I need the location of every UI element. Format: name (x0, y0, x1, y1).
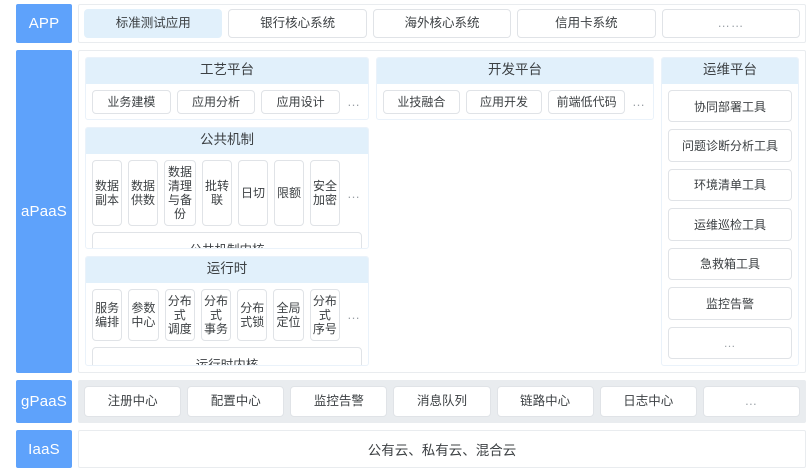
dev-tile-app-development[interactable]: 应用开发 (465, 89, 543, 114)
gpaas-item-monitoring-alarm[interactable]: 监控告警 (290, 386, 388, 417)
common-tile-day-cutoff[interactable]: 日切 (237, 159, 268, 227)
dev-platform-tile-row: 业技融合 应用开发 前端低代码 … (383, 89, 647, 114)
gpaas-item-more[interactable]: … (702, 386, 800, 417)
runtime-tile-parameter-center[interactable]: 参数中心 (128, 288, 159, 342)
app-item-bank-core[interactable]: 银行核心系统 (228, 9, 367, 38)
panel-dev-platform-body: 业技融合 应用开发 前端低代码 … (377, 84, 653, 119)
craft-tile-app-design[interactable]: 应用设计 (261, 89, 341, 114)
craft-tile-business-modeling[interactable]: 业务建模 (92, 89, 171, 114)
iaas-layer-content: 公有云、私有云、混合云 (78, 430, 806, 468)
panel-ops-platform-body: 协同部署工具 问题诊断分析工具 环境清单工具 运维巡检工具 急救箱工具 监控告警… (662, 84, 798, 365)
runtime-tile-distributed-transaction[interactable]: 分布式 事务 (200, 288, 232, 342)
apaas-layer-label: aPaaS (16, 50, 72, 373)
runtime-kernel-bar[interactable]: 运行时内核 (92, 347, 362, 365)
panel-common-mechanism: 公共机制 数据副本 数据供数 数据清理 与备份 批转联 日切 限额 安全加密 … (85, 127, 369, 249)
app-layer-items: 标准测试应用 银行核心系统 海外核心系统 信用卡系统 …… (78, 4, 806, 43)
gpaas-item-config-center[interactable]: 配置中心 (187, 386, 285, 417)
apaas-left-column: 工艺平台 业务建模 应用分析 应用设计 … 公共机制 数据 (85, 57, 369, 366)
panel-runtime-title: 运行时 (86, 256, 368, 283)
runtime-tile-service-orchestration[interactable]: 服务编排 (92, 288, 123, 342)
common-tile-data-replica[interactable]: 数据副本 (92, 159, 123, 227)
app-item-credit-card[interactable]: 信用卡系统 (517, 9, 656, 38)
common-tile-data-supply[interactable]: 数据供数 (128, 159, 159, 227)
gpaas-layer-band: gPaaS 注册中心 配置中心 监控告警 消息队列 链路中心 日志中心 … (16, 380, 806, 423)
common-tile-data-cleanup-backup[interactable]: 数据清理 与备份 (164, 159, 196, 227)
apaas-layer-content: 工艺平台 业务建模 应用分析 应用设计 … 公共机制 数据 (78, 50, 806, 373)
panel-ops-platform-title: 运维平台 (662, 58, 798, 84)
dev-tile-business-tech-fusion[interactable]: 业技融合 (383, 89, 460, 114)
common-mechanism-kernel-bar[interactable]: 公共机制内核 (92, 232, 362, 248)
gpaas-layer-items: 注册中心 配置中心 监控告警 消息队列 链路中心 日志中心 … (78, 380, 806, 423)
panel-craft-platform: 工艺平台 业务建模 应用分析 应用设计 … (85, 57, 369, 120)
ops-tile-collaborative-deployment[interactable]: 协同部署工具 (668, 89, 792, 123)
panel-dev-platform-title: 开发平台 (377, 58, 653, 84)
craft-platform-more-icon[interactable]: … (347, 94, 362, 110)
app-layer-label: APP (16, 4, 72, 43)
panel-craft-platform-body: 业务建模 应用分析 应用设计 … (86, 84, 368, 119)
gpaas-item-message-queue[interactable]: 消息队列 (393, 386, 491, 417)
panel-ops-platform: 运维平台 协同部署工具 问题诊断分析工具 环境清单工具 运维巡检工具 急救箱工具… (661, 57, 799, 366)
ops-tile-monitoring-alarm[interactable]: 监控告警 (668, 287, 792, 320)
gpaas-item-tracing-center[interactable]: 链路中心 (496, 386, 594, 417)
runtime-tile-global-positioning[interactable]: 全局定位 (273, 288, 304, 342)
iaas-layer-label: IaaS (16, 430, 72, 468)
gpaas-item-log-center[interactable]: 日志中心 (599, 386, 697, 417)
apaas-right-column: 运维平台 协同部署工具 问题诊断分析工具 环境清单工具 运维巡检工具 急救箱工具… (661, 57, 799, 366)
iaas-cloud-types-text: 公有云、私有云、混合云 (367, 443, 517, 458)
app-item-standard-test[interactable]: 标准测试应用 (84, 9, 223, 38)
common-mechanism-tile-row: 数据副本 数据供数 数据清理 与备份 批转联 日切 限额 安全加密 … (92, 159, 362, 227)
runtime-tile-distributed-sequence[interactable]: 分布式 序号 (309, 288, 340, 342)
panel-common-mechanism-body: 数据副本 数据供数 数据清理 与备份 批转联 日切 限额 安全加密 … 公共机制… (86, 154, 368, 248)
common-tile-batch-transfer[interactable]: 批转联 (201, 159, 232, 227)
ops-tile-problem-diagnosis[interactable]: 问题诊断分析工具 (668, 129, 792, 162)
panel-dev-platform: 开发平台 业技融合 应用开发 前端低代码 … (376, 57, 654, 120)
ops-tile-environment-inventory[interactable]: 环境清单工具 (668, 168, 792, 202)
common-tile-quota[interactable]: 限额 (274, 159, 305, 227)
panel-common-mechanism-title: 公共机制 (86, 128, 368, 154)
gpaas-item-registry-center[interactable]: 注册中心 (84, 386, 182, 417)
runtime-tile-row: 服务编排 参数中心 分布式 调度 分布式 事务 分布式锁 全局定位 分布式 序号… (92, 288, 362, 342)
app-item-overseas-core[interactable]: 海外核心系统 (372, 9, 512, 38)
gpaas-layer-label: gPaaS (16, 380, 72, 423)
common-tile-security-encryption[interactable]: 安全加密 (310, 159, 341, 227)
ops-tile-ops-inspection[interactable]: 运维巡检工具 (668, 208, 792, 241)
runtime-tile-distributed-lock[interactable]: 分布式锁 (237, 288, 268, 342)
app-layer-band: APP 标准测试应用 银行核心系统 海外核心系统 信用卡系统 …… (16, 4, 806, 43)
apaas-middle-column: 开发平台 业技融合 应用开发 前端低代码 … (376, 57, 654, 366)
craft-platform-tile-row: 业务建模 应用分析 应用设计 … (92, 89, 362, 114)
panel-runtime-body: 服务编排 参数中心 分布式 调度 分布式 事务 分布式锁 全局定位 分布式 序号… (86, 283, 368, 365)
runtime-more-icon[interactable]: … (346, 307, 361, 323)
ops-tile-first-aid-kit[interactable]: 急救箱工具 (668, 247, 792, 281)
panel-craft-platform-title: 工艺平台 (86, 58, 368, 84)
panel-runtime: 运行时 服务编排 参数中心 分布式 调度 分布式 事务 分布式锁 全局定位 分布… (85, 255, 369, 366)
iaas-layer-band: IaaS 公有云、私有云、混合云 (16, 430, 806, 468)
ops-tile-more[interactable]: … (668, 326, 792, 360)
common-mechanism-more-icon[interactable]: … (347, 185, 362, 201)
apaas-layer-band: aPaaS 工艺平台 业务建模 应用分析 应用设计 … (16, 50, 806, 373)
craft-tile-app-analysis[interactable]: 应用分析 (176, 89, 256, 114)
dev-platform-more-icon[interactable]: … (632, 94, 647, 110)
dev-tile-frontend-lowcode[interactable]: 前端低代码 (548, 89, 626, 114)
app-item-more[interactable]: …… (661, 9, 801, 38)
runtime-tile-distributed-scheduling[interactable]: 分布式 调度 (164, 288, 195, 342)
